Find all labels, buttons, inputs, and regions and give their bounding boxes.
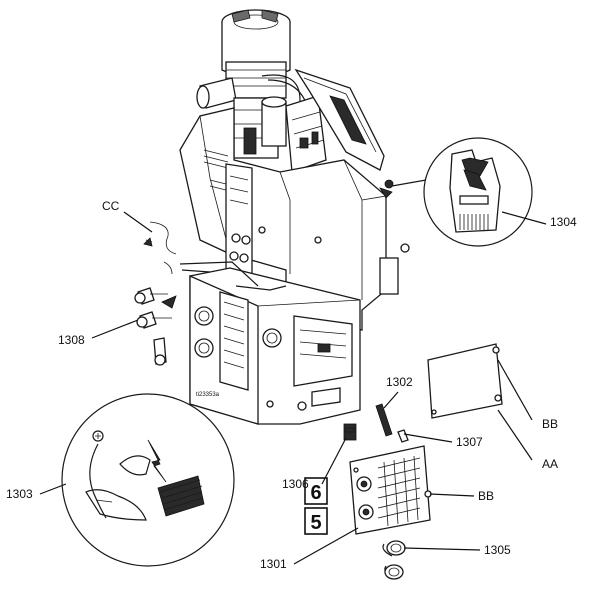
callout-1306: 1306 [282, 477, 309, 491]
vent-slots [203, 149, 229, 191]
motor-assembly [196, 9, 385, 173]
small-parts [343, 403, 409, 443]
svg-text:5: 5 [310, 512, 321, 534]
callout-bb-top: BB [542, 417, 558, 431]
cover-plate-aa [427, 343, 503, 419]
control-module [349, 445, 432, 535]
detail-circle-1303 [61, 393, 235, 567]
connector-caps-1305 [382, 540, 406, 580]
svg-text:6: 6 [310, 482, 321, 504]
callout-1303: 1303 [6, 487, 33, 501]
callout-1302: 1302 [386, 375, 413, 389]
fittings-1308 [134, 287, 172, 366]
callout-aa: AA [542, 457, 558, 471]
callout-1301: 1301 [260, 557, 287, 571]
figure-id: ti23353a [196, 392, 220, 398]
detail-circle-1304 [391, 137, 533, 247]
main-frame [179, 107, 410, 331]
leader-lines [39, 211, 547, 565]
cc-cable [143, 187, 393, 309]
module-badge-5: 5 [304, 507, 328, 535]
module-badge-6: 6 [304, 477, 328, 505]
callout-1308: 1308 [58, 333, 85, 347]
callout-labels: CC 1308 1304 1302 1307 BB AA BB 1306 130… [6, 199, 577, 571]
housing-fittings [194, 306, 307, 411]
callout-1304: 1304 [550, 215, 577, 229]
lower-housing: ti23353a [179, 261, 361, 425]
callout-1305: 1305 [484, 543, 511, 557]
callout-cc: CC [102, 199, 120, 213]
callout-bb-bottom: BB [478, 489, 494, 503]
callout-1307: 1307 [456, 435, 483, 449]
